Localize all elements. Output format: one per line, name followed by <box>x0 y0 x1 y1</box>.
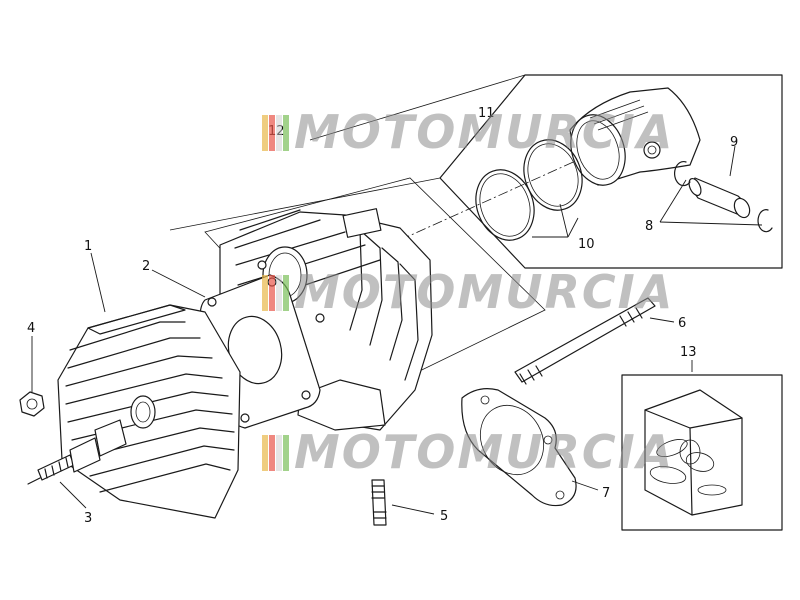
watermark-stripes <box>262 115 289 151</box>
spark-plug <box>27 419 127 485</box>
callout-4: 4 <box>27 321 35 336</box>
long-stud <box>514 297 656 385</box>
circlips <box>674 160 773 233</box>
piston-detail-panel <box>169 74 783 269</box>
watermark-stripes <box>262 275 289 311</box>
watermark-bottom: MOTOMURCIA <box>262 425 674 479</box>
callout-2: 2 <box>142 259 150 274</box>
watermark-middle: MOTOMURCIA <box>262 265 674 319</box>
base-gasket <box>461 388 577 507</box>
stud <box>371 479 387 526</box>
watermark-text: MOTOMURCIA <box>294 105 674 159</box>
leader-lines <box>31 145 763 515</box>
callout-9: 9 <box>730 135 738 150</box>
callout-11: 11 <box>478 106 495 121</box>
callout-5: 5 <box>440 509 448 524</box>
nut <box>19 391 45 417</box>
watermark-text: MOTOMURCIA <box>294 265 674 319</box>
callout-3: 3 <box>84 511 92 526</box>
watermark-stripes <box>262 435 289 471</box>
callout-7: 7 <box>602 486 610 501</box>
cylinder-head <box>57 304 241 519</box>
callout-8: 8 <box>645 219 653 234</box>
callout-13: 13 <box>680 345 697 360</box>
watermark-text: MOTOMURCIA <box>294 425 674 479</box>
piston-rings <box>475 139 583 241</box>
watermark-top: MOTOMURCIA <box>262 105 674 159</box>
piston <box>569 87 701 186</box>
callout-6: 6 <box>678 316 686 331</box>
piston-pin <box>688 177 751 219</box>
callout-1: 1 <box>84 239 92 254</box>
callout-10: 10 <box>578 237 595 252</box>
gasket-kit-panel <box>621 374 783 531</box>
